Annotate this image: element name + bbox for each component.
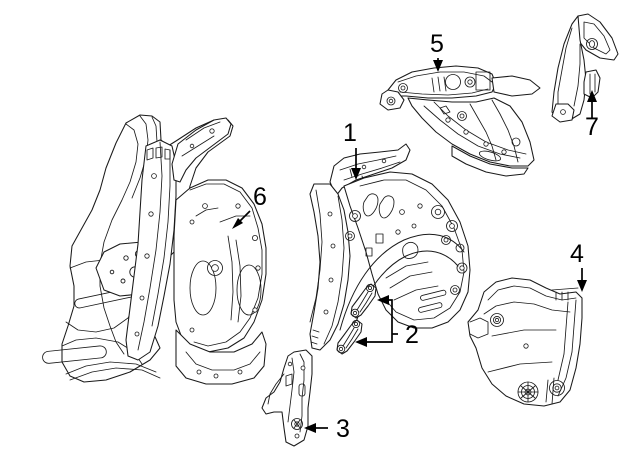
callout-7-leader <box>587 90 597 118</box>
part-wheelhouse-extension[interactable] <box>467 277 583 407</box>
callout-2-leader <box>355 295 398 347</box>
callout-5-number: 5 <box>430 30 444 58</box>
part-hinge-brackets[interactable] <box>336 283 377 355</box>
callout-6-number: 6 <box>253 183 267 211</box>
part-quarter-panel-outer[interactable] <box>309 143 471 351</box>
part-inner-wheelhouse-assembly[interactable] <box>42 114 267 385</box>
callout-4-number: 4 <box>570 240 584 268</box>
callout-1-leader <box>351 148 361 180</box>
callout-4-leader <box>577 268 587 292</box>
callout-3-leader <box>304 423 328 433</box>
hinge-bracket-lower[interactable] <box>336 319 363 355</box>
callout-7-number: 7 <box>585 113 599 141</box>
callout-6-leader <box>232 210 251 229</box>
part-roof-rail-reinforcement[interactable] <box>379 65 541 177</box>
part-triangular-gusset[interactable] <box>551 13 619 123</box>
callout-2-number: 2 <box>405 321 419 349</box>
callout-3-number: 3 <box>336 415 350 443</box>
hinge-bracket-upper[interactable] <box>350 283 377 319</box>
callout-5-leader <box>433 58 443 72</box>
part-lower-pillar-reinforcement[interactable] <box>261 349 313 447</box>
callout-1-number: 1 <box>343 119 357 147</box>
